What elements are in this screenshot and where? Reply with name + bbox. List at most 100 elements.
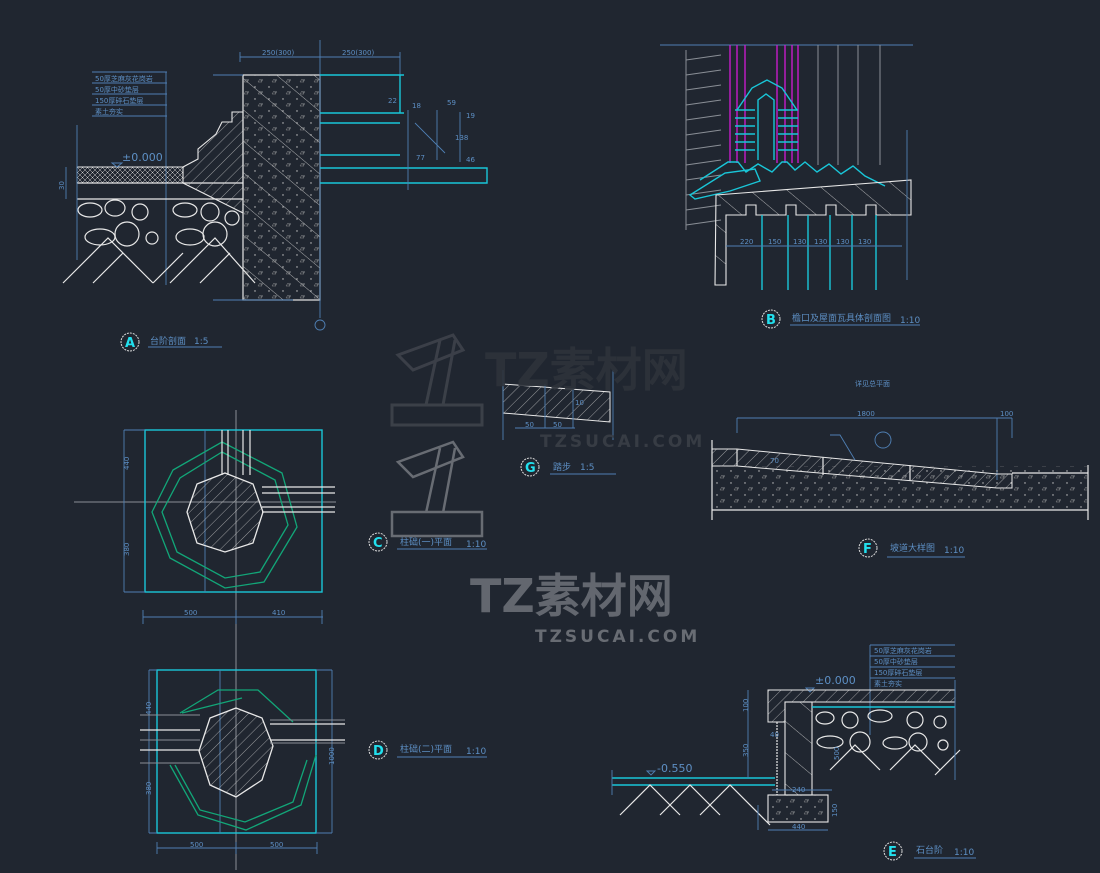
detail-tag-letter: B: [766, 313, 776, 328]
dimension-text: 46: [466, 156, 475, 164]
detail-tag-letter: D: [373, 744, 384, 759]
dimension-text: 440: [123, 457, 131, 470]
elevation-text: ±0.000: [122, 151, 163, 164]
dimension-text: 138: [455, 134, 468, 142]
footing: [767, 794, 829, 823]
watermark: TZ素材网 TZSUCAI.COM TZ素材网 TZSUCAI.COM: [470, 343, 705, 647]
step-nosing: [182, 111, 244, 214]
gravel: [77, 199, 240, 247]
base-outline: [144, 429, 323, 593]
dimension-text: 150: [831, 804, 839, 817]
dimension-text: 19: [466, 112, 475, 120]
dimension-text: 350: [742, 744, 750, 757]
dimension-text: 150: [768, 238, 781, 246]
layer-note: 素土夯实: [874, 679, 902, 688]
dimension-text: 250(300): [262, 49, 294, 57]
dimension-text: 130: [858, 238, 871, 246]
detail-tag-letter: A: [125, 336, 135, 351]
dimension-text: 380: [145, 782, 153, 795]
detail-scale: 1:10: [954, 848, 974, 858]
dimension-text: 1000: [328, 747, 336, 765]
dimension-text: 70: [770, 457, 779, 465]
dimension-text: 50: [525, 421, 534, 429]
paving-layer: [76, 166, 184, 184]
elevation-text: ±0.000: [815, 674, 856, 687]
detail-scale: 1:10: [466, 747, 486, 757]
layer-note: 50厚中砂垫层: [874, 657, 918, 666]
detail-tag-letter: G: [525, 461, 536, 476]
dimension-text: 500: [833, 747, 841, 760]
watermark-brand: TZ素材网: [470, 569, 673, 623]
detail-title: 坡道大样图: [890, 542, 935, 554]
detail-note: 详见总平面: [855, 379, 890, 388]
column-octagon: [198, 707, 274, 798]
eave-slab: [714, 179, 912, 286]
detail-tag-g: [520, 457, 540, 477]
detail-tag-d: [368, 740, 388, 760]
dimension-text: 10: [575, 399, 584, 407]
watermark-logos: [390, 333, 484, 538]
dimension-text: 250(300): [342, 49, 374, 57]
dimension-text: 130: [814, 238, 827, 246]
dimension-text: 500: [190, 841, 203, 849]
detail-title: 檐口及屋面瓦具体剖面图: [792, 312, 891, 324]
dimension-text: 240: [792, 786, 805, 794]
detail-scale: 1:10: [900, 316, 920, 326]
detail-title: 柱础(二)平面: [400, 743, 452, 755]
detail-d-column-base-plan: 440 380 500 500 1000 D 柱础(二)平面 1:10: [140, 669, 487, 854]
dimension-text: 30: [58, 181, 66, 190]
dimension-text: 380: [123, 543, 131, 556]
layer-notes: [92, 71, 167, 285]
detail-tag-letter: F: [863, 542, 872, 557]
dimension-text: 220: [740, 238, 753, 246]
detail-title: 台阶剖面: [150, 335, 186, 347]
detail-title: 柱础(一)平面: [400, 536, 452, 548]
dimension-text: 22: [388, 97, 397, 105]
detail-a-step-section: 50厚芝麻灰花岗岩 50厚中砂垫层 150厚碎石垫层 素土夯实 30 250(3…: [58, 40, 488, 352]
detail-g-tread: 50 50 10 G 踏步 1:5: [502, 370, 616, 477]
detail-scale: 1:5: [580, 463, 594, 473]
detail-tag-e: [883, 841, 903, 861]
detail-tag-letter: C: [373, 536, 383, 551]
elevation-text: -0.550: [657, 762, 692, 775]
detail-scale: 1:10: [466, 540, 486, 550]
layer-note: 50厚芝麻灰花岗岩: [95, 74, 153, 83]
layer-note: 150厚碎石垫层: [95, 96, 143, 105]
layer-note: 素土夯实: [95, 107, 123, 116]
layer-note: 50厚中砂垫层: [95, 85, 139, 94]
detail-c-column-base-plan: 440 380 500 410 C 柱础(一)平面 1:10: [74, 410, 487, 870]
dimension-text: 100: [742, 699, 750, 712]
dimension-text: 410: [272, 609, 285, 617]
dimension-text: 440: [145, 702, 153, 715]
detail-tag-c: [368, 532, 388, 552]
dimension-text: 77: [416, 154, 425, 162]
detail-f-ramp: 详见总平面 1800 100 70 F 坡道大样图 1:10: [711, 379, 1089, 558]
detail-tag-f: [858, 538, 878, 558]
detail-scale: 1:10: [944, 546, 964, 556]
dimension-text: 130: [793, 238, 806, 246]
dimension-text: 59: [447, 99, 456, 107]
dimension-text: 130: [836, 238, 849, 246]
retaining-wall: [784, 701, 813, 796]
detail-title: 踏步: [553, 461, 571, 473]
detail-tag-a: [120, 332, 140, 352]
watermark-url: TZSUCAI.COM: [540, 432, 705, 452]
detail-title: 石台阶: [916, 844, 943, 856]
watermark-logo-icon: [390, 440, 484, 538]
dimension-text: 500: [270, 841, 283, 849]
layer-note: 150厚碎石垫层: [874, 668, 922, 677]
dimension-text: 40: [770, 731, 779, 739]
dimension-text: 18: [412, 102, 421, 110]
column-octagon: [186, 472, 264, 553]
ridge-tiles: [688, 79, 886, 200]
dimension-text: 440: [792, 823, 805, 831]
detail-b-eave-section: 220 150 130 130 130 130 B 檐口及屋面瓦具体剖面图 1:…: [660, 44, 920, 329]
watermark-logo-icon: [390, 333, 484, 427]
watermark-brand: TZ素材网: [485, 343, 688, 397]
dimension-text: 1800: [857, 410, 875, 418]
detail-tag-b: [761, 309, 781, 329]
layer-note: 50厚芝麻灰花岗岩: [874, 646, 932, 655]
dimension-text: 100: [1000, 410, 1013, 418]
